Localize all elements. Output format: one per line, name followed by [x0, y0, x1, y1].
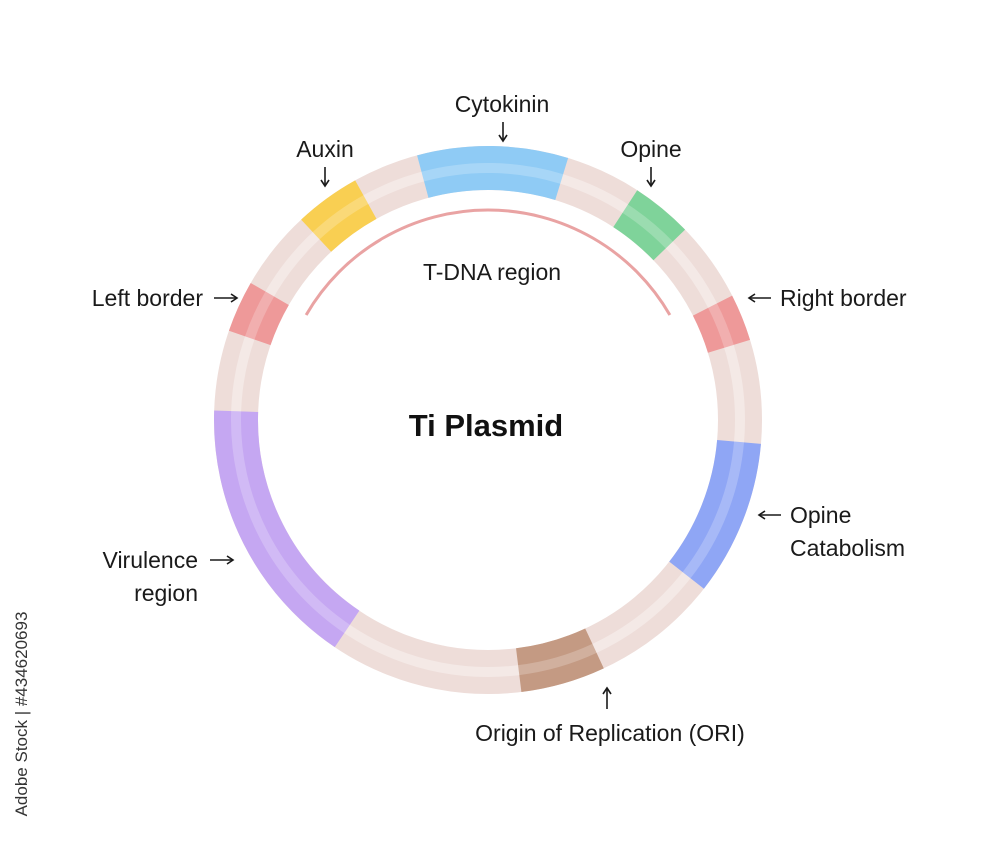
watermark-text: Adobe Stock | #434620693	[12, 612, 31, 817]
left-border-arrow	[214, 293, 239, 303]
left-border-segment	[228, 283, 290, 346]
opine-catabolism-arrow	[757, 510, 781, 520]
virulence-segment-highlight	[231, 411, 350, 634]
right-border-segment	[692, 295, 751, 354]
cytokinin-label: Cytokinin	[455, 91, 550, 117]
virulence-label-line2: region	[134, 580, 198, 606]
auxin-segment-highlight	[312, 195, 369, 240]
ori-arrow	[602, 686, 612, 709]
left-border-segment-highlight	[245, 291, 275, 340]
virulence-arrow	[210, 555, 235, 565]
auxin-arrow	[320, 167, 330, 188]
opine-catabolism-segment-highlight	[682, 441, 745, 579]
opine-segment	[612, 190, 686, 261]
left-border-label: Left border	[92, 285, 204, 311]
auxin-segment	[301, 180, 377, 253]
opine-catabolism-label-line1: Opine	[790, 502, 851, 528]
virulence-segment	[214, 410, 360, 648]
plasmid-segments	[214, 146, 761, 692]
cytokinin-segment	[417, 146, 569, 201]
opine-label: Opine	[620, 136, 681, 162]
plasmid-title: Ti Plasmid	[409, 408, 564, 443]
opine-catabolism-segment	[668, 439, 761, 589]
opine-segment-highlight	[622, 204, 673, 249]
right-border-label: Right border	[780, 285, 907, 311]
tdna-region-arc	[304, 208, 672, 316]
opine-arrow	[646, 167, 656, 188]
auxin-label: Auxin	[296, 136, 354, 162]
tdna-region-label: T-DNA region	[423, 259, 561, 285]
cytokinin-segment-highlight	[421, 163, 564, 184]
right-border-arrow	[747, 293, 771, 303]
cytokinin-arrow	[498, 122, 508, 143]
opine-catabolism-label-line2: Catabolism	[790, 535, 905, 561]
stock-watermark: Adobe Stock | #434620693	[12, 612, 31, 817]
virulence-label-line1: Virulence	[103, 547, 198, 573]
ori-label: Origin of Replication (ORI)	[475, 720, 745, 746]
ori-segment	[515, 628, 604, 692]
ori-segment-highlight	[518, 643, 597, 676]
right-border-segment-highlight	[708, 303, 734, 348]
